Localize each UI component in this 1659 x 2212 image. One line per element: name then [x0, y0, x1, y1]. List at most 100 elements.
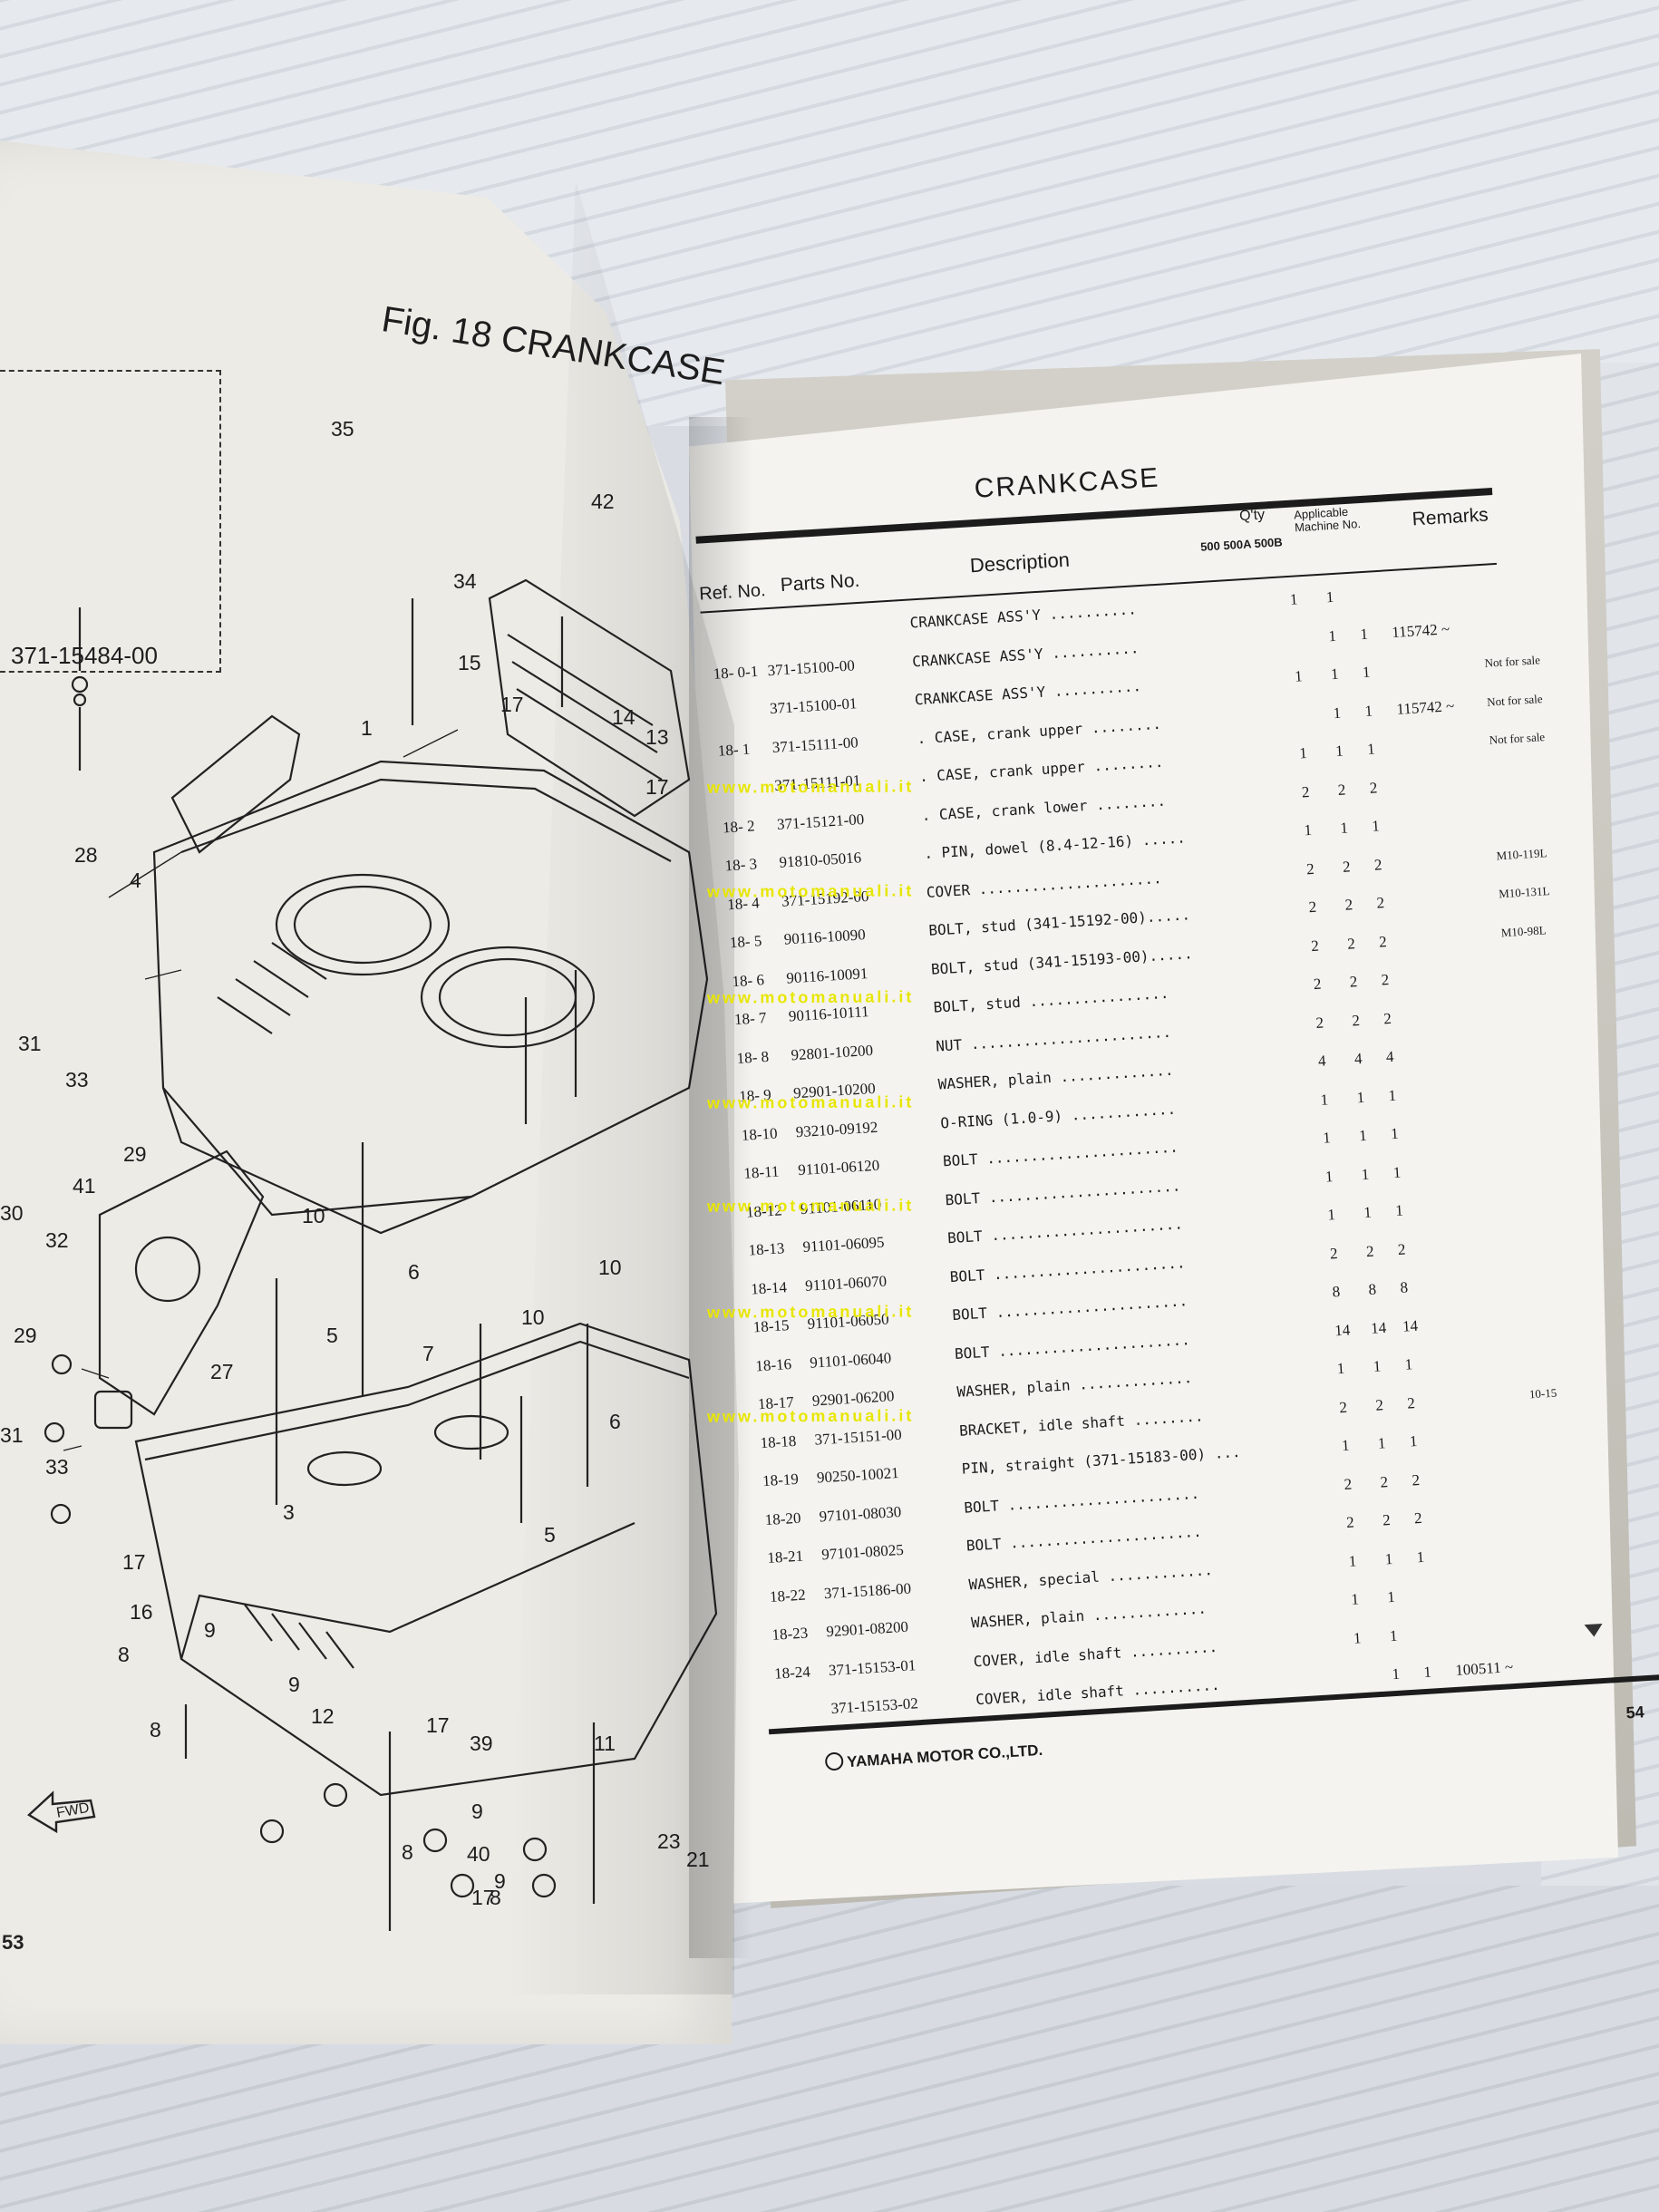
callout-number: 8 — [118, 1643, 130, 1666]
callout-number: 33 — [45, 1455, 69, 1479]
qty-500b-cell: 1 — [1404, 1355, 1413, 1373]
callout-number: 15 — [458, 651, 481, 674]
qty-500a-cell: 2 — [1374, 1395, 1384, 1414]
cylinder-bore-left — [275, 873, 451, 976]
qty-500a-cell: 1 — [1334, 742, 1344, 761]
callout-number: 8 — [490, 1886, 501, 1909]
studs — [184, 1142, 596, 1931]
callout-number: 12 — [311, 1704, 335, 1728]
part-number-cell: 90116-10090 — [783, 926, 867, 948]
ref-cell: 18-19 — [762, 1470, 800, 1490]
part-number-cell: 90116-10091 — [785, 964, 868, 987]
remarks-cell: Not for sale — [1489, 730, 1546, 747]
qty-500a-cell: 2 — [1342, 857, 1352, 876]
qty-500a-cell: 1 — [1386, 1587, 1396, 1606]
callout-number: 31 — [18, 1032, 42, 1055]
part-number-cell: 90250-10021 — [816, 1464, 900, 1487]
qty-500b-cell: 4 — [1385, 1047, 1394, 1066]
qty-500-cell: 4 — [1317, 1052, 1327, 1070]
parts-list-title: CRANKCASE — [973, 462, 1161, 504]
remarks-cell: Not for sale — [1484, 653, 1541, 670]
callout-number: 3 — [283, 1500, 295, 1524]
part-number-cell: 92901-08200 — [825, 1617, 909, 1641]
remarks-cell: M10-98L — [1500, 922, 1547, 939]
callout-number: 9 — [494, 1869, 506, 1893]
qty-500b-cell: 1 — [1409, 1432, 1418, 1450]
qty-500-cell: 1 — [1348, 1551, 1357, 1570]
qty-500-cell: 1 — [1320, 1090, 1329, 1109]
qty-500-cell: 2 — [1329, 1244, 1339, 1263]
qty-500-cell: 2 — [1308, 897, 1317, 917]
part-number-cell: 91101-06070 — [804, 1271, 888, 1295]
qty-500-cell: 2 — [1315, 1014, 1324, 1032]
header-remarks: Remarks — [1412, 504, 1489, 530]
qty-500b-cell: 8 — [1399, 1278, 1409, 1296]
callout-number: 33 — [65, 1068, 89, 1091]
watermark-text: www.motomanuali.it — [706, 1196, 915, 1216]
callout-number: 41 — [73, 1174, 96, 1198]
callout-number: 29 — [14, 1324, 37, 1347]
callout-number: 13 — [645, 725, 669, 749]
qty-500b-cell: 1 — [1359, 625, 1369, 643]
qty-500b-cell: 14 — [1402, 1316, 1419, 1335]
qty-500a-cell: 1 — [1361, 1165, 1370, 1183]
qty-500a-cell: 14 — [1370, 1318, 1387, 1337]
qty-500-cell: 1 — [1326, 1206, 1336, 1224]
qty-500a-cell: 1 — [1330, 665, 1340, 684]
callout-number: 5 — [326, 1324, 338, 1347]
inset-part-code: 371-15484-00 — [11, 642, 158, 669]
fwd-arrow-icon: FWD — [27, 1790, 96, 1833]
header-description: Description — [969, 548, 1071, 577]
cooling-fins — [217, 942, 327, 1034]
qty-500b-cell: 1 — [1362, 663, 1372, 682]
fwd-label: FWD — [55, 1800, 91, 1821]
part-number-cell: 371-15100-00 — [767, 655, 856, 679]
header-parts-no: Parts No. — [780, 569, 860, 597]
continue-arrow-icon — [1584, 1623, 1604, 1638]
qty-500a-cell: 8 — [1367, 1280, 1377, 1299]
cylinder-bore-right — [420, 946, 596, 1049]
crankcase-cover — [488, 578, 691, 818]
qty-500b-cell: 2 — [1397, 1239, 1406, 1258]
qty-500b-cell: 1 — [1390, 1124, 1400, 1143]
left-page-number: 53 — [2, 1931, 24, 1954]
side-cover — [98, 1150, 265, 1416]
header-qty: Q'ty — [1238, 507, 1266, 525]
callout-number: 21 — [686, 1848, 710, 1871]
qty-500b-cell: 2 — [1406, 1393, 1416, 1412]
qty-500b-cell: 1 — [1366, 740, 1376, 758]
qty-500b-cell: 2 — [1378, 932, 1388, 951]
qty-500a-cell: 1 — [1358, 1126, 1368, 1145]
part-number-cell: 92801-10200 — [790, 1041, 874, 1063]
callout-number: 31 — [0, 1423, 24, 1447]
part-number-cell: 371-15121-00 — [776, 810, 865, 833]
qty-500b-cell: 1 — [1392, 1163, 1402, 1181]
qty-500b-cell: 2 — [1413, 1509, 1423, 1528]
callout-number: 7 — [422, 1342, 434, 1365]
callout-number: 17 — [500, 693, 524, 716]
qty-500b-cell: 2 — [1411, 1470, 1421, 1489]
qty-500a-cell: 2 — [1382, 1511, 1392, 1529]
callout-number: 16 — [130, 1600, 153, 1624]
qty-500b-cell: 2 — [1381, 971, 1390, 989]
remarks-cell: M10-131L — [1498, 884, 1550, 901]
qty-500b-cell: 1 — [1422, 1663, 1432, 1682]
part-number-cell: 371-15100-01 — [769, 694, 858, 718]
watermark-text: www.motomanuali.it — [706, 1302, 915, 1322]
callout-number: 23 — [657, 1829, 681, 1853]
part-number-cell: 91101-06095 — [801, 1233, 885, 1256]
callout-number: 14 — [612, 705, 635, 729]
part-number-cell: 97101-08025 — [820, 1540, 905, 1564]
watermark-text: www.motomanuali.it — [706, 777, 915, 797]
ref-cell: 18-18 — [760, 1431, 797, 1451]
qty-500-cell: 1 — [1322, 1129, 1332, 1147]
qty-500-cell: 1 — [1289, 590, 1298, 608]
qty-500-cell: 14 — [1334, 1320, 1351, 1339]
qty-500b-cell: 2 — [1369, 778, 1378, 797]
qty-500-cell: 1 — [1324, 1167, 1334, 1186]
footer-brand-text: YAMAHA MOTOR CO.,LTD. — [846, 1741, 1043, 1771]
callout-number: 30 — [0, 1201, 24, 1225]
machine-no-cell: 100511 ~ — [1454, 1658, 1514, 1679]
qty-500b-cell: 2 — [1375, 894, 1385, 912]
qty-500a-cell: 1 — [1389, 1626, 1398, 1644]
